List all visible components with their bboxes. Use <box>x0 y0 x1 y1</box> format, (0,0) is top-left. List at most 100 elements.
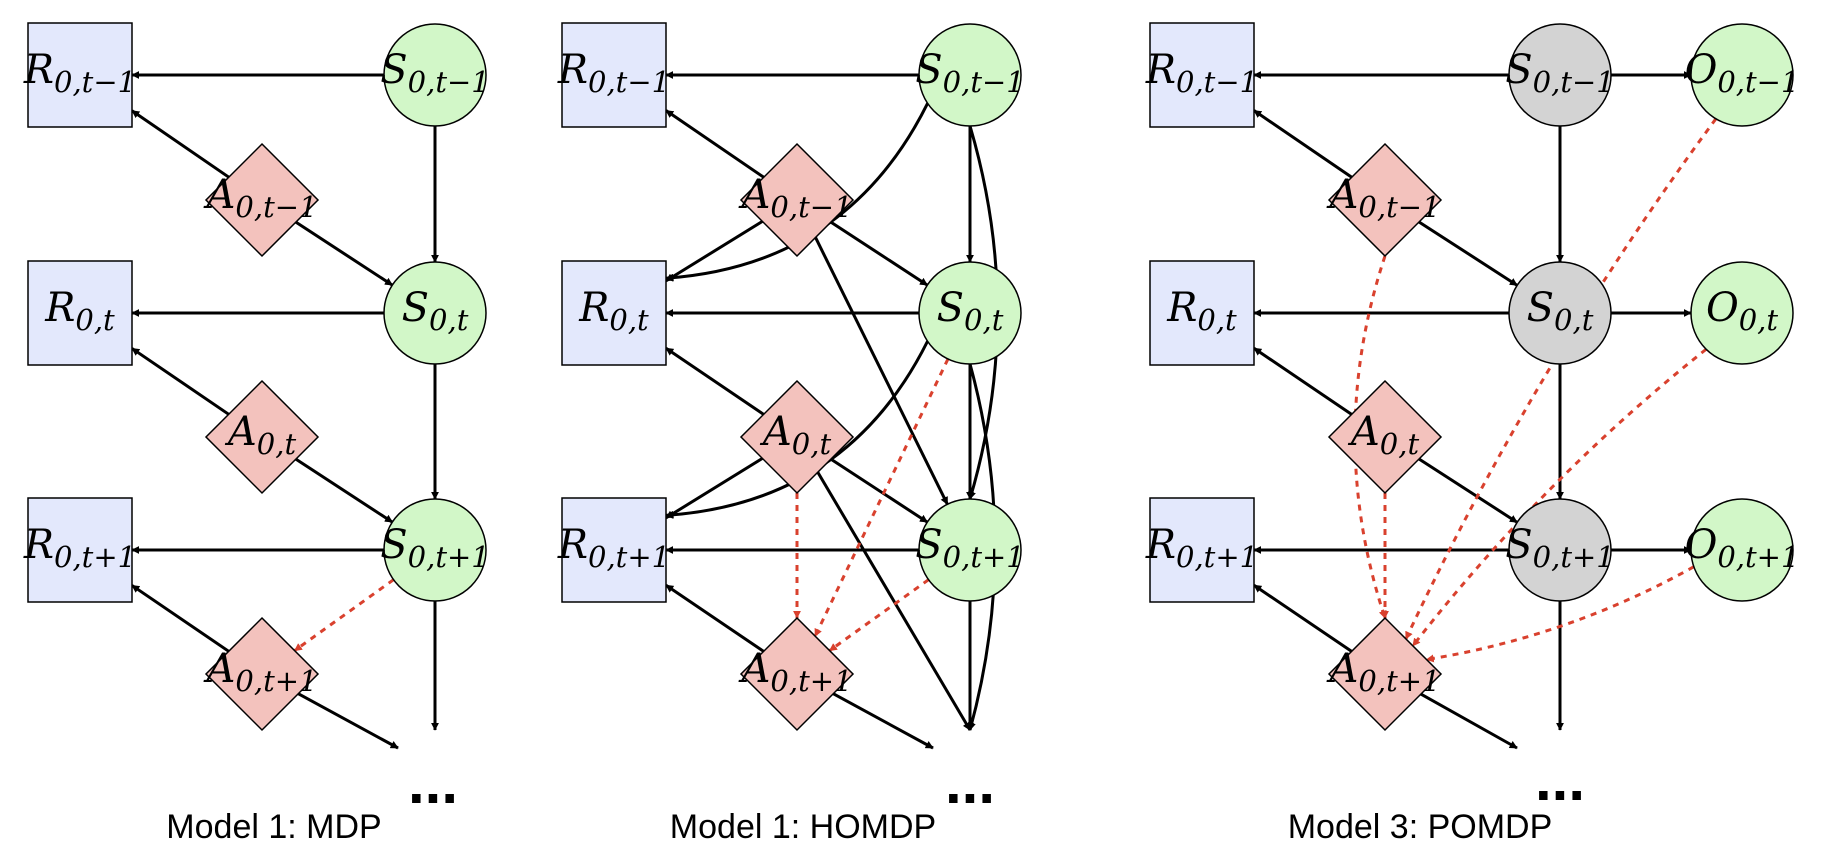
label-subscript: 0,t <box>1380 427 1420 461</box>
node-layer: R0,t−1R0,tR0,t+1S0,t−1S0,tS0,t+1O0,t−1O0… <box>1145 22 1800 732</box>
edge-a0-to-s1 <box>1418 220 1518 287</box>
label-subscript: 0,t <box>75 303 115 337</box>
label-base: A <box>738 172 771 218</box>
label-base: R <box>557 522 588 568</box>
observation-circle <box>1690 23 1794 127</box>
label-base: R <box>578 285 609 331</box>
node-a2: A0,t+1 <box>738 616 855 732</box>
label-subscript: 0,t <box>1739 303 1779 337</box>
node-label: A0,t+1 <box>738 646 853 698</box>
node-label: A0,t+1 <box>203 646 318 698</box>
panel-caption: Model 1: MDP <box>166 808 381 846</box>
node-r0: R0,t−1 <box>23 22 136 128</box>
node-label: R0,t−1 <box>557 47 670 99</box>
label-base: S <box>1527 285 1554 331</box>
node-label: A0,t <box>1347 409 1420 461</box>
reward-box <box>27 22 133 128</box>
panel-caption: Model 1: HOMDP <box>670 808 936 846</box>
node-label: S0,t+1 <box>1505 522 1614 574</box>
node-r0: R0,t−1 <box>557 22 670 128</box>
label-subscript: 0,t+1 <box>54 540 136 574</box>
edge-a2-to-r2 <box>131 584 230 653</box>
edge-a1-to-r1 <box>131 347 230 416</box>
label-subscript: 0,t+1 <box>1176 540 1258 574</box>
edge-a1-to-r2 <box>665 457 764 520</box>
action-diamond <box>204 379 320 495</box>
node-a1: A0,t <box>739 379 855 495</box>
label-base: S <box>915 47 942 93</box>
reward-box <box>1149 260 1255 366</box>
state-circle <box>918 23 1022 127</box>
node-r2: R0,t+1 <box>23 497 136 603</box>
state-circle <box>383 498 487 602</box>
edge-a0-to-s1 <box>830 220 929 287</box>
node-r2: R0,t+1 <box>1145 497 1258 603</box>
edge-a0-to-s2 <box>814 236 949 505</box>
ellipsis: ... <box>1535 746 1585 813</box>
label-base: S <box>915 522 942 568</box>
node-label: R0,t+1 <box>23 522 136 574</box>
label-subscript: 0,t−1 <box>1176 65 1258 99</box>
label-base: A <box>203 646 236 692</box>
ellipsis: ... <box>945 749 995 816</box>
label-subscript: 0,t+1 <box>770 664 852 698</box>
edge-a2-to-end_a <box>1420 692 1518 750</box>
edge-layer <box>131 71 439 750</box>
label-subscript: 0,t+1 <box>943 540 1025 574</box>
edge-o2-to-a2 <box>1425 565 1695 663</box>
state-circle <box>383 23 487 127</box>
node-r0: R0,t−1 <box>1145 22 1258 128</box>
node-label: A0,t <box>759 409 832 461</box>
edge-a1-to-s2 <box>1418 457 1518 524</box>
node-r1: R0,t <box>561 260 667 366</box>
panel-mdp: R0,t−1R0,tR0,t+1S0,t−1S0,tS0,t+1A0,t−1A0… <box>23 22 490 846</box>
action-diamond <box>739 379 855 495</box>
state-circle <box>1508 261 1612 365</box>
edge-a1-to-s2 <box>295 457 394 524</box>
edge-a0-to-s1 <box>295 220 394 287</box>
node-s1: S0,t <box>918 261 1022 365</box>
node-s0: S0,t−1 <box>915 23 1025 127</box>
node-o1: O0,t <box>1690 261 1794 365</box>
label-base: A <box>1326 172 1359 218</box>
node-label: R0,t <box>44 285 115 337</box>
edge-a0-to-r0 <box>131 109 230 179</box>
node-layer: R0,t−1R0,tR0,t+1S0,t−1S0,tS0,t+1A0,t−1A0… <box>23 22 490 732</box>
label-subscript: 0,t−1 <box>770 190 852 224</box>
label-subscript: 0,t−1 <box>54 65 136 99</box>
node-s0: S0,t−1 <box>380 23 490 127</box>
label-subscript: 0,t <box>429 303 469 337</box>
panel-pomdp: R0,t−1R0,tR0,t+1S0,t−1S0,tS0,t+1O0,t−1O0… <box>1145 22 1800 846</box>
label-subscript: 0,t+1 <box>408 540 490 574</box>
action-diamond <box>739 142 855 258</box>
action-diamond <box>739 616 855 732</box>
ellipsis: ... <box>408 749 458 816</box>
label-subscript: 0,t+1 <box>588 540 670 574</box>
edge-s2-to-a2 <box>828 578 930 652</box>
action-diamond <box>1327 142 1443 258</box>
action-diamond <box>204 616 320 732</box>
label-base: A <box>759 409 792 455</box>
node-o0: O0,t−1 <box>1685 23 1799 127</box>
node-o2: O0,t+1 <box>1685 498 1800 602</box>
node-label: O0,t+1 <box>1685 522 1800 574</box>
node-s1: S0,t <box>383 261 487 365</box>
node-s2: S0,t+1 <box>1505 498 1615 602</box>
node-a1: A0,t <box>1327 379 1443 495</box>
edge-a1-to-r1 <box>665 346 765 416</box>
state-circle <box>1508 23 1612 127</box>
node-label: R0,t <box>578 285 649 337</box>
label-subscript: 0,t+1 <box>235 664 317 698</box>
node-a0: A0,t−1 <box>1326 142 1443 258</box>
edge-a0-to-r1 <box>665 220 764 283</box>
label-base: A <box>1347 409 1380 455</box>
edge-a0-to-r0 <box>1253 109 1353 179</box>
label-base: O <box>1706 285 1739 331</box>
edge-layer <box>1253 71 1718 750</box>
node-label: A0,t−1 <box>203 172 318 224</box>
observation-circle <box>1690 261 1794 365</box>
node-a2: A0,t+1 <box>203 616 320 732</box>
node-a0: A0,t−1 <box>738 142 855 258</box>
label-subscript: 0,t−1 <box>943 65 1025 99</box>
